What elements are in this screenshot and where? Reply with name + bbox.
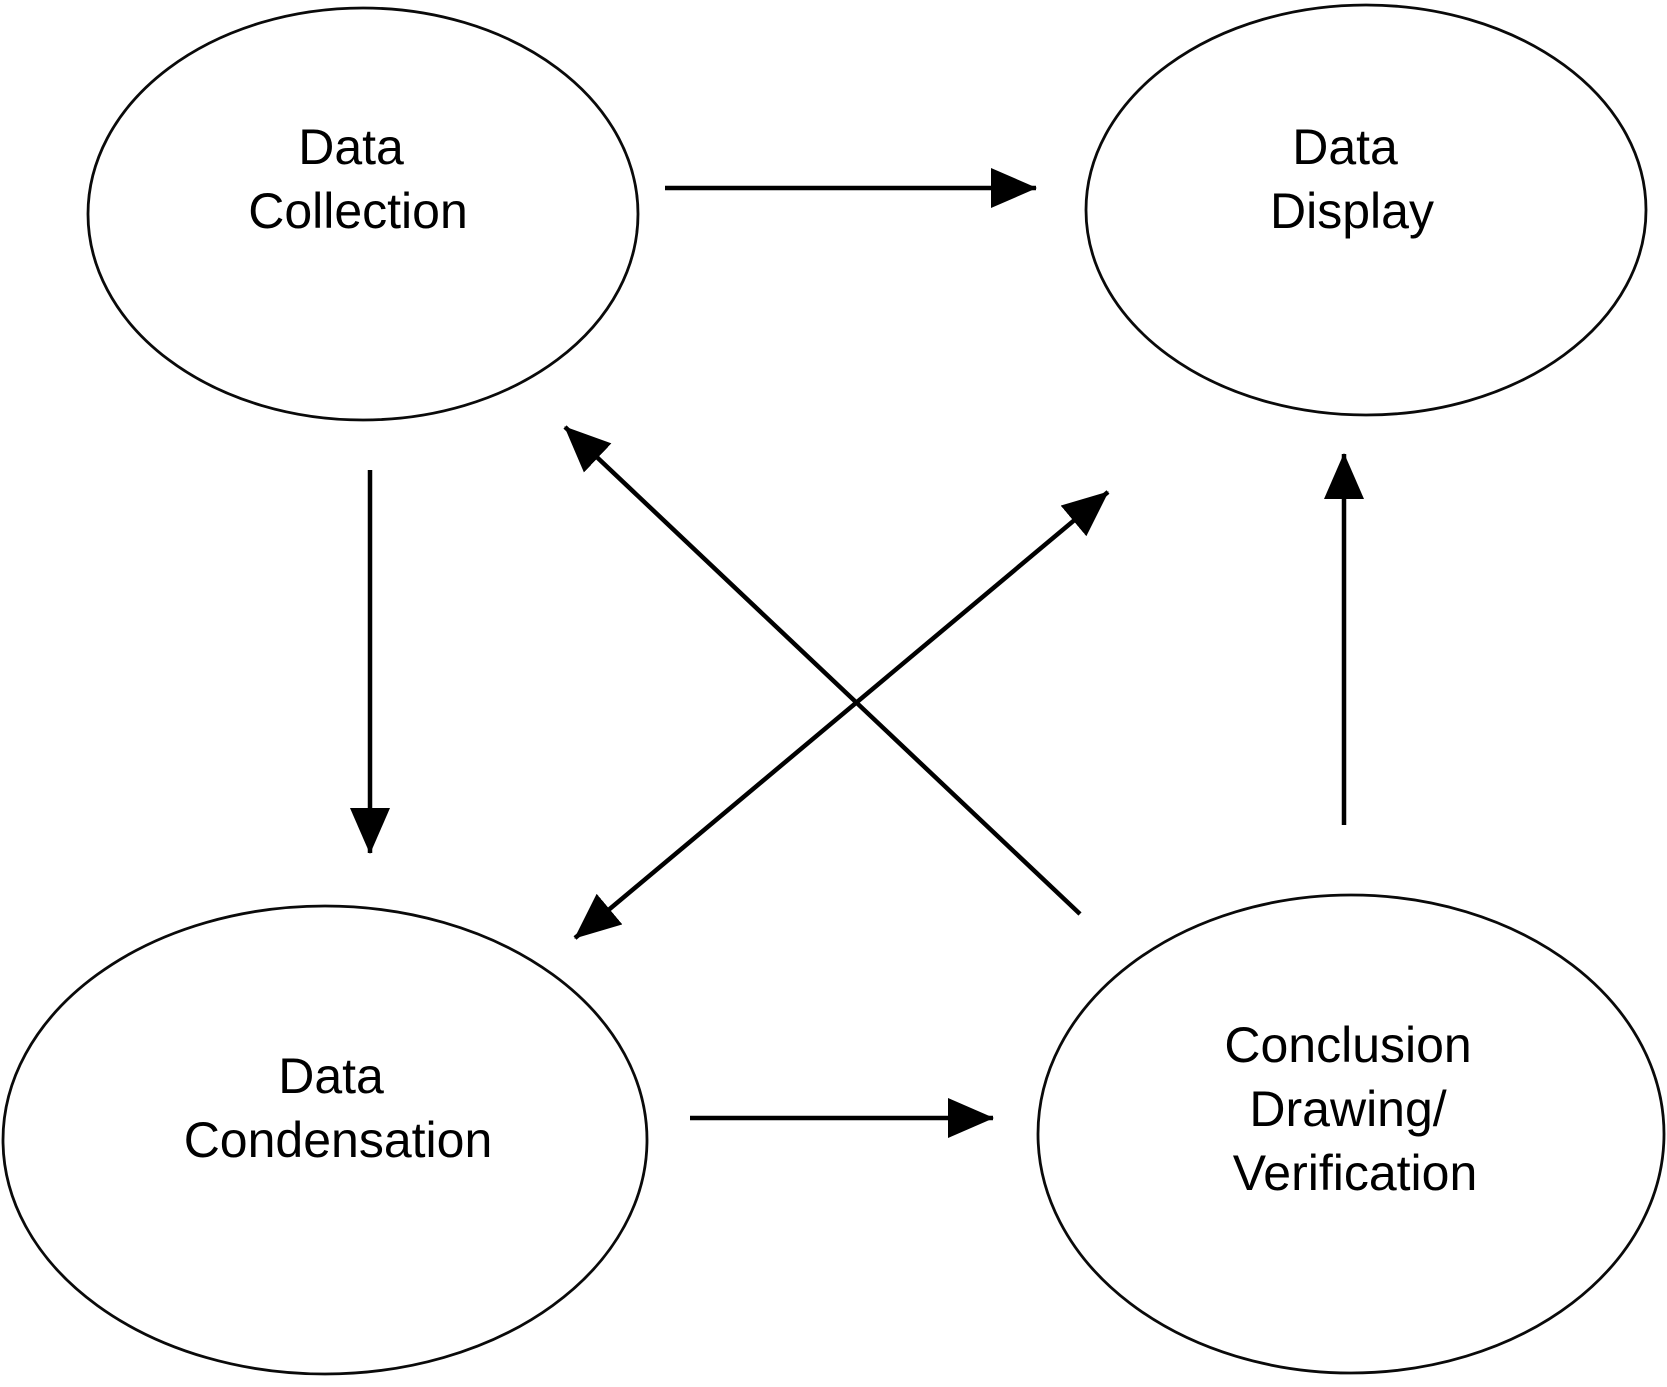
node-ellipse-data-condensation (1, 904, 649, 1376)
label-line: Display (1270, 183, 1434, 239)
edge-condensation-display-bidirectional (573, 490, 1110, 940)
label-line: Data (1292, 119, 1398, 175)
node-label-conclusion-drawing-verification: Conclusion Drawing/ Verification (1224, 1017, 1485, 1201)
edge-conclusion-to-collection (563, 425, 1082, 916)
node-label-data-collection: Data Collection (248, 119, 468, 239)
label-line: Condensation (184, 1112, 493, 1168)
node-ellipse-conclusion-drawing-verification (1036, 893, 1666, 1375)
node-label-data-condensation: Data Condensation (184, 1048, 493, 1168)
label-line: Drawing/ (1249, 1081, 1446, 1137)
node-ellipse-data-display (1084, 3, 1648, 417)
label-line: Conclusion (1224, 1017, 1471, 1073)
label-line: Data (278, 1048, 384, 1104)
label-line: Data (298, 119, 404, 175)
label-line: Collection (248, 183, 468, 239)
node-label-data-display: Data Display (1270, 119, 1434, 239)
label-line: Verification (1233, 1145, 1478, 1201)
node-ellipse-data-collection (86, 6, 640, 422)
